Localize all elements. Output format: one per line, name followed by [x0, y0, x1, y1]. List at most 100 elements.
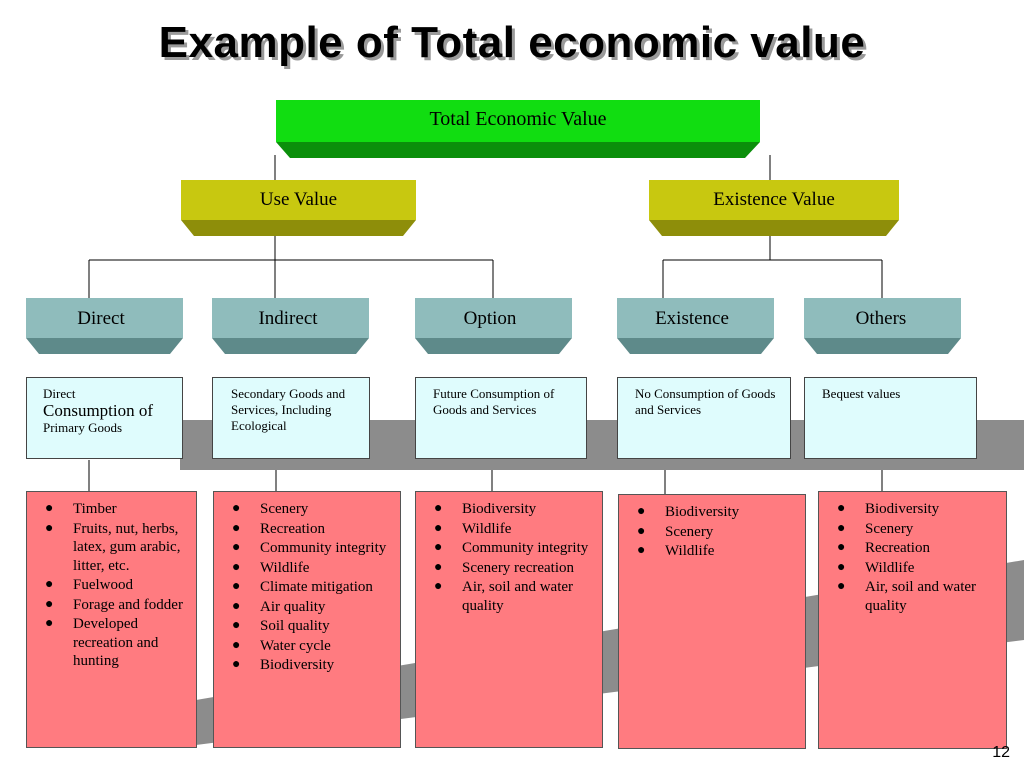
- list-item: ● Wildlife: [825, 559, 1002, 578]
- list-item-text: Recreation: [260, 520, 325, 537]
- items-option: ● Biodiversity ● Wildlife ● Community integri…: [415, 491, 603, 748]
- list-item: ● Biodiversity: [625, 503, 801, 522]
- list-item: ● Air, soil and water quality: [825, 578, 1002, 615]
- bullet-icon: ●: [637, 523, 646, 539]
- list-item: ● Fuelwood: [33, 576, 192, 595]
- list-item: ● Wildlife: [625, 542, 801, 561]
- category-indirect: Indirect: [258, 308, 318, 329]
- list-item: ● Fruits, nut, herbs, latex, gum arabic, …: [33, 520, 192, 576]
- list-item-text: Water cycle: [260, 637, 331, 654]
- list-item: ● Scenery: [825, 520, 1002, 539]
- use-value-node: Use Value: [259, 189, 338, 210]
- desc-others: Bequest values: [804, 377, 977, 459]
- existence-value-node: Existence Value: [713, 189, 835, 210]
- list-item-text: Scenery: [665, 523, 714, 540]
- list-item: ● Recreation: [220, 520, 396, 539]
- bullet-icon: ●: [232, 598, 241, 614]
- list-item-text: Soil quality: [260, 618, 330, 634]
- list-item: ●Timber: [33, 500, 192, 519]
- list-item-text: Developed recreation and hunting: [73, 616, 159, 669]
- list-item-text: Community integrity: [260, 540, 387, 556]
- bullet-icon: ●: [232, 501, 241, 516]
- desc-indirect: Secondary Goods and Services, Including …: [212, 377, 370, 459]
- items-indirect: ●Scenery●Recreation●Community integrity●…: [213, 491, 401, 748]
- list-item: ●Developed recreation and hunting: [33, 615, 192, 671]
- list-item: ● Wildlife: [220, 559, 396, 578]
- items-direct: ●Timber●Fruits, nut, herbs, latex, gum a…: [26, 491, 197, 748]
- list-item: ● Biodiversity: [825, 500, 1002, 519]
- bullet-icon: ●: [434, 559, 443, 575]
- bullet-icon: ●: [837, 540, 846, 555]
- list-item-text: Air, soil and water quality: [462, 579, 574, 614]
- bullet-icon: ●: [637, 543, 646, 558]
- list-item-text: Air, soil and water quality: [865, 579, 977, 614]
- category-option: Option: [463, 308, 517, 329]
- bullet-icon: ●: [434, 501, 443, 516]
- bullet-icon: ●: [837, 559, 846, 575]
- list-item-text: Wildlife: [865, 559, 915, 576]
- list-item: ● Forage and fodder: [33, 596, 192, 615]
- desc-direct-line3: Primary Goods: [43, 420, 123, 435]
- list-item-text: Wildlife: [462, 520, 512, 537]
- bullet-icon: ●: [637, 504, 646, 519]
- list-item-text: Air quality: [260, 598, 326, 615]
- category-others: Others: [855, 308, 907, 329]
- bullet-icon: ●: [837, 579, 846, 594]
- list-item: ● Scenery recreation: [422, 559, 598, 578]
- list-item-text: Biodiversity: [462, 501, 537, 517]
- list-item-text: Biodiversity: [665, 504, 740, 520]
- list-item: ● Water cycle: [220, 637, 396, 656]
- list-item-text: Wildlife: [260, 559, 310, 576]
- list-item-text: Climate mitigation: [260, 579, 373, 595]
- bullet-icon: ●: [837, 520, 846, 536]
- list-item-text: Recreation: [865, 540, 930, 556]
- bullet-icon: ●: [232, 657, 241, 672]
- bullet-icon: ●: [434, 540, 443, 555]
- list-item-text: Fruits, nut, herbs, latex, gum arabic, l…: [73, 520, 181, 574]
- desc-option: Future Consumption of Goods and Services: [415, 377, 587, 459]
- bullet-icon: ●: [434, 520, 443, 536]
- items-others: ● Biodiversity ● Scenery ● Recreation ● Wildlif…: [818, 491, 1007, 749]
- list-item: ●Climate mitigation: [220, 578, 396, 597]
- bullet-icon: ●: [232, 520, 241, 536]
- slide-title: Example of Total economic value: [158, 18, 866, 67]
- list-item: ● Scenery: [220, 500, 396, 519]
- list-item-text: Scenery recreation: [462, 559, 575, 576]
- bullet-icon: ●: [434, 579, 443, 594]
- list-item: ● Recreation: [825, 539, 1002, 558]
- root-label: Total Economic Value: [429, 108, 607, 130]
- list-item: ● Air quality: [220, 598, 396, 617]
- list-item: ●Community integrity: [220, 539, 396, 558]
- bullet-icon: ●: [232, 559, 241, 575]
- bullet-icon: ●: [45, 520, 54, 536]
- list-item-text: Scenery: [865, 520, 914, 537]
- list-item: ● Air, soil and water quality: [422, 578, 598, 615]
- list-item-text: Fuelwood: [73, 577, 133, 593]
- items-existence: ● Biodiversity ● Scenery ● Wildlife: [618, 494, 806, 749]
- category-existence: Existence: [655, 308, 729, 329]
- category-direct: Direct: [77, 308, 125, 329]
- bullet-icon: ●: [45, 577, 54, 592]
- list-item-text: Biodiversity: [260, 657, 335, 673]
- list-item: ● Scenery: [625, 523, 801, 542]
- bullet-icon: ●: [837, 501, 846, 516]
- list-item: ● Soil quality: [220, 617, 396, 636]
- desc-direct-line2: Consumption of: [43, 401, 154, 420]
- list-item-text: Forage and fodder: [73, 596, 183, 613]
- bullet-icon: ●: [232, 618, 241, 633]
- bullet-icon: ●: [232, 637, 241, 653]
- list-item-text: Wildlife: [665, 543, 715, 559]
- desc-direct: Direct Consumption of Primary Goods: [26, 377, 183, 459]
- bullet-icon: ●: [45, 501, 54, 516]
- list-item: ● Biodiversity: [220, 656, 396, 675]
- list-item-text: Biodiversity: [865, 501, 940, 517]
- list-item-text: Community integrity: [462, 540, 589, 556]
- desc-existence: No Consumption of Goods and Services: [617, 377, 791, 459]
- list-item-text: Scenery: [260, 501, 309, 517]
- bullet-icon: ●: [45, 596, 54, 612]
- list-item: ● Community integrity: [422, 539, 598, 558]
- list-item: ● Wildlife: [422, 520, 598, 539]
